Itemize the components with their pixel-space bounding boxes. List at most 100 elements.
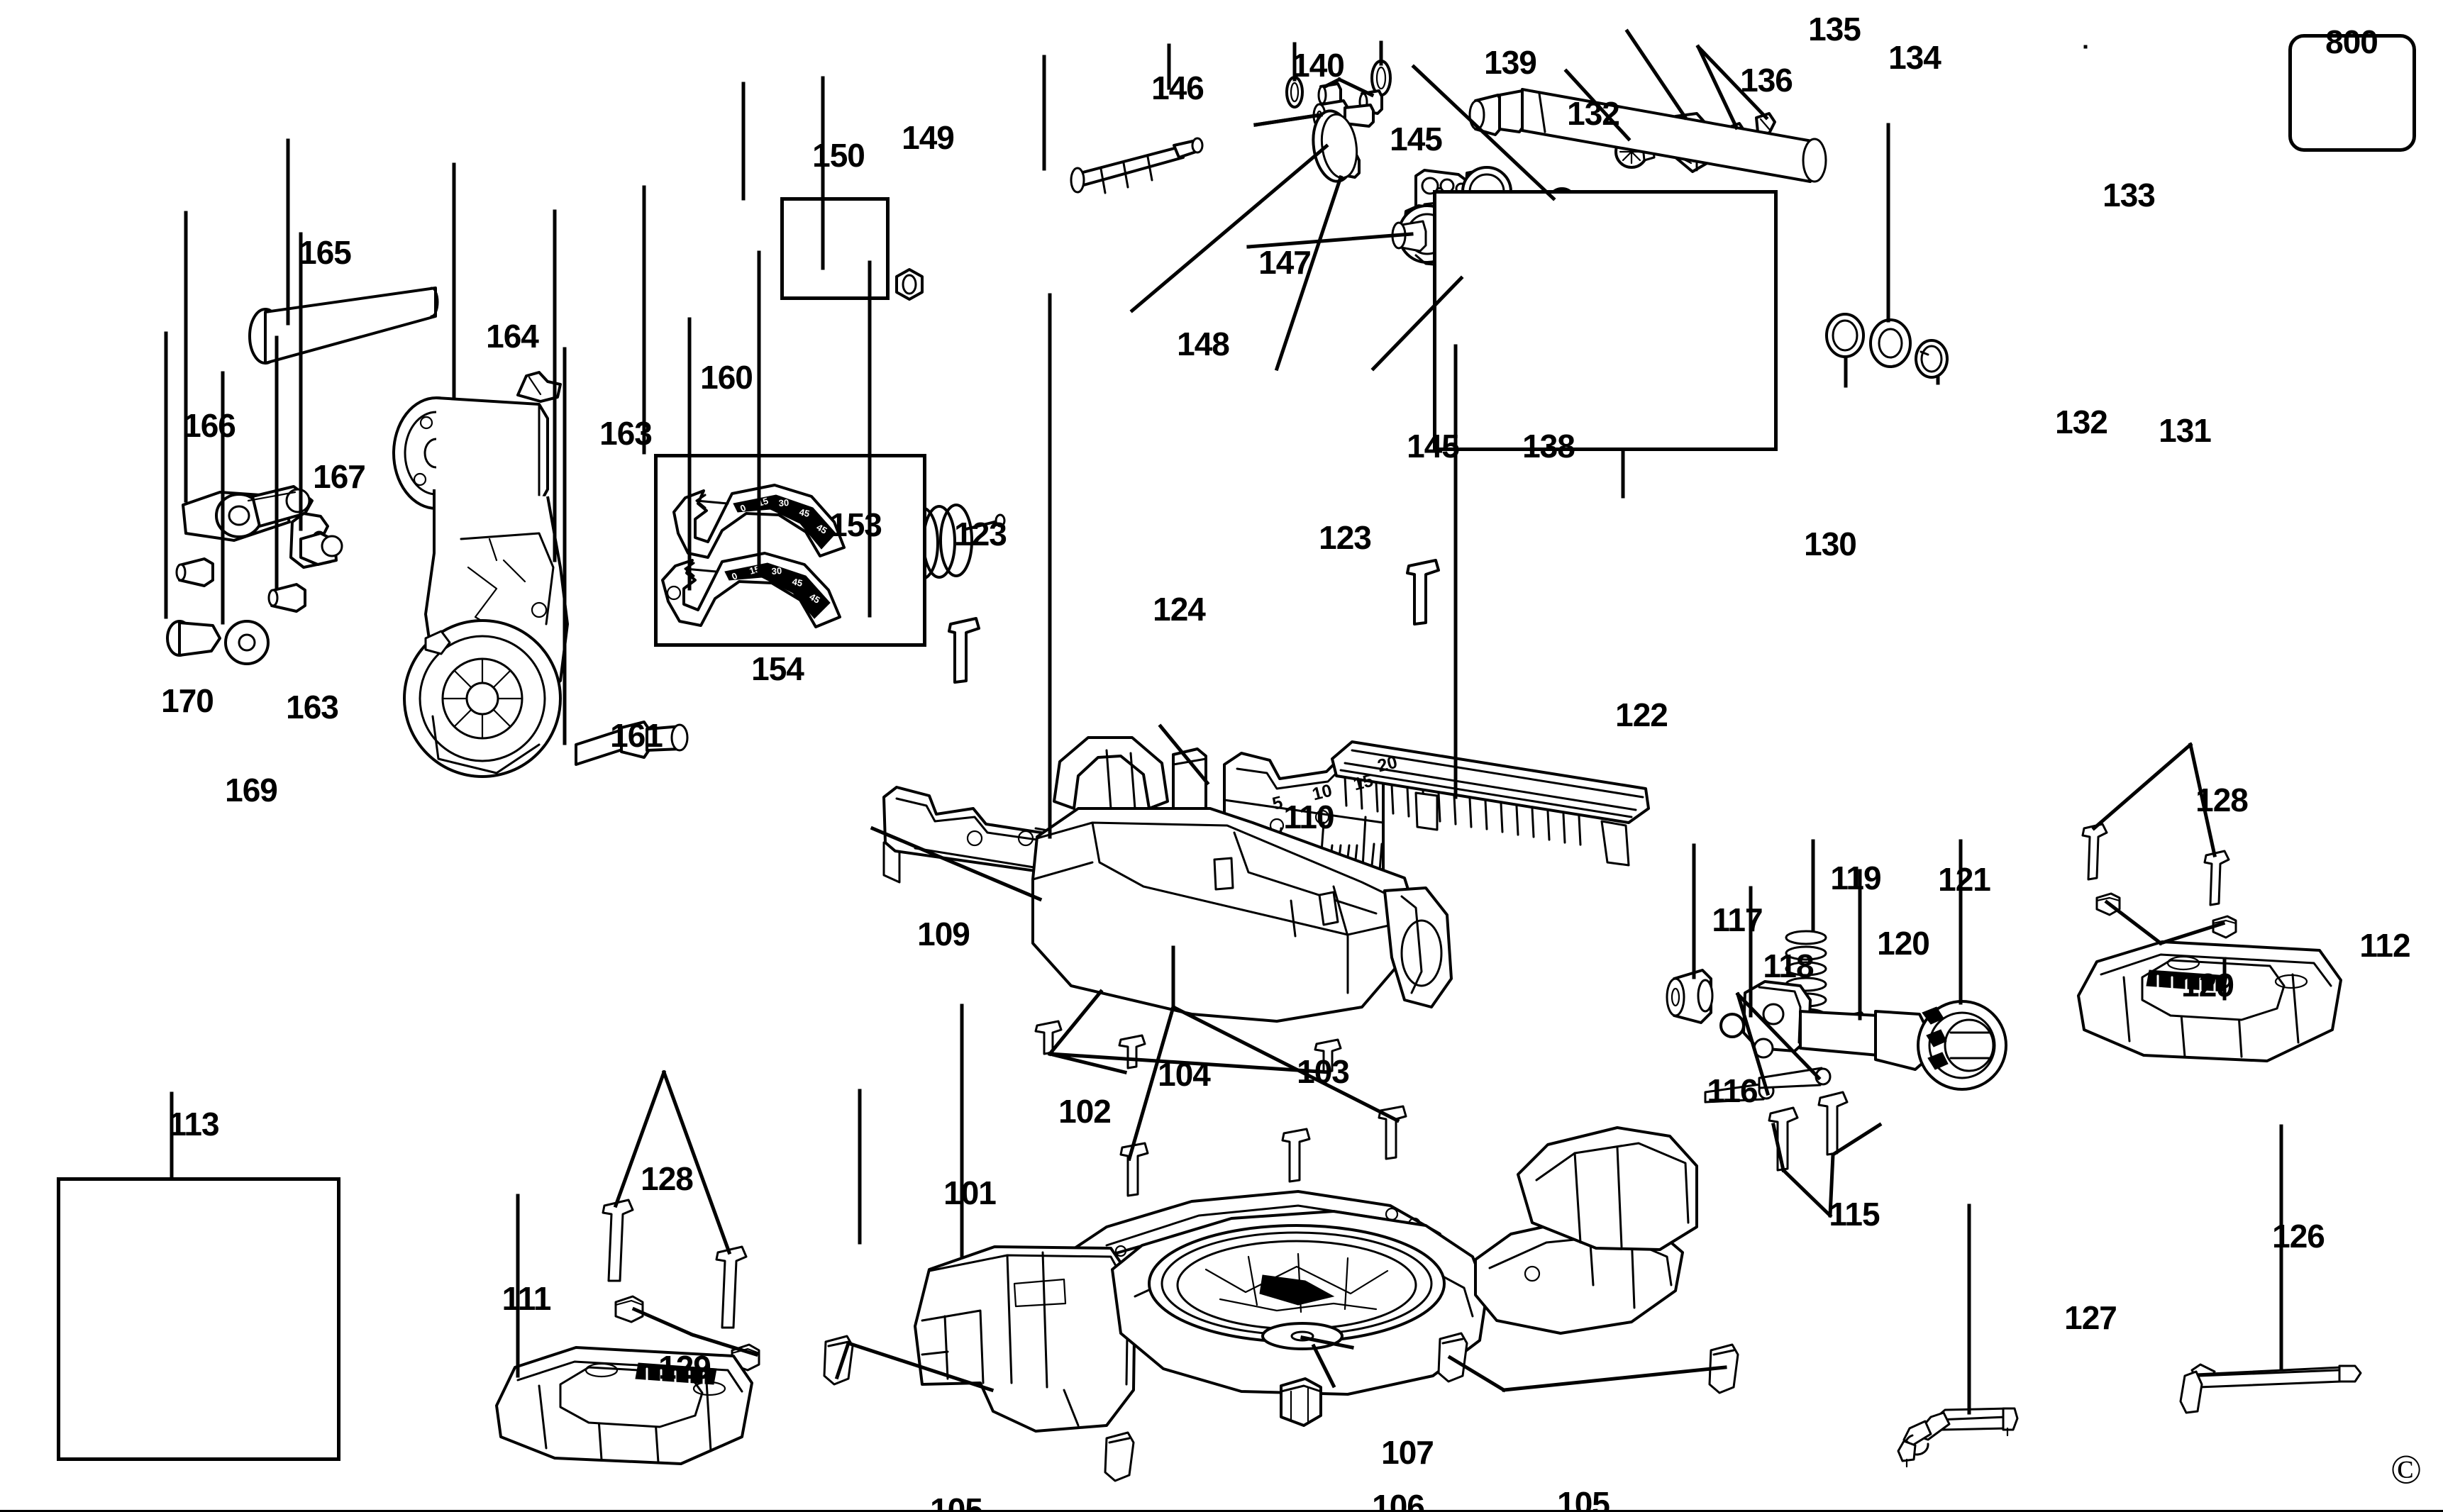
callout-149: 149 xyxy=(902,119,955,156)
callout-106: 106 xyxy=(1372,1488,1425,1512)
callout-145-lower: 145 xyxy=(1407,428,1460,465)
part-101-base xyxy=(915,1128,1697,1431)
part-133-washer xyxy=(1871,320,1910,367)
callout-104: 104 xyxy=(1158,1056,1211,1093)
part-103-screws xyxy=(1121,1106,1406,1196)
callout-161: 161 xyxy=(610,717,663,754)
callout-119: 119 xyxy=(1830,860,1881,896)
callout-126: 126 xyxy=(2272,1218,2325,1255)
part-116-pins xyxy=(1705,1068,1830,1102)
callout-122: 122 xyxy=(1615,696,1668,733)
part-163-bushing-left xyxy=(177,559,213,586)
callout-170: 170 xyxy=(161,682,214,719)
callout-165: 165 xyxy=(299,234,352,271)
callout-166: 166 xyxy=(183,407,236,444)
callout-163-lower: 163 xyxy=(286,689,339,726)
svg-text:30: 30 xyxy=(778,497,789,508)
part-122-rail xyxy=(1332,742,1649,865)
callout-123-left: 123 xyxy=(954,516,1007,552)
callout-130: 130 xyxy=(1804,526,1857,562)
callout-163-upper: 163 xyxy=(599,415,653,452)
callout-153: 153 xyxy=(829,506,882,543)
callout-145-upper: 145 xyxy=(1390,121,1443,157)
part-131-snapring xyxy=(1916,340,1947,377)
callout-154: 154 xyxy=(751,650,804,687)
callout-138: 138 xyxy=(1522,428,1575,465)
callout-135: 135 xyxy=(1808,11,1861,48)
callout-121: 121 xyxy=(1938,861,1991,898)
callout-140: 140 xyxy=(1292,47,1345,84)
svg-text:45: 45 xyxy=(791,576,803,589)
part-140-oring xyxy=(1287,77,1302,107)
part-132-ring-lower xyxy=(1827,314,1863,357)
callout-167: 167 xyxy=(313,458,366,495)
callout-127: 127 xyxy=(2064,1299,2117,1336)
svg-text:30: 30 xyxy=(771,565,782,577)
callout-146: 146 xyxy=(1151,70,1204,106)
part-121-clamp-knob xyxy=(1744,982,2006,1089)
callout-132-upper: 132 xyxy=(1567,95,1620,132)
callout-105-left: 105 xyxy=(930,1491,983,1512)
svg-text:45: 45 xyxy=(808,591,822,606)
box-113-laser-assembly xyxy=(57,1177,340,1461)
callout-148: 148 xyxy=(1177,326,1230,362)
callout-129-left: 129 xyxy=(658,1349,711,1386)
part-112-support-right xyxy=(2078,942,2341,1061)
callout-120: 120 xyxy=(1877,925,1930,962)
part-129-nuts-left xyxy=(616,1296,759,1370)
callout-150: 150 xyxy=(812,137,865,174)
callout-115: 115 xyxy=(1829,1196,1880,1233)
callout-105-right: 105 xyxy=(1557,1485,1610,1512)
callout-128-left: 128 xyxy=(641,1160,694,1197)
part-104-screws xyxy=(1036,1021,1341,1072)
part-106-nut xyxy=(1281,1379,1321,1425)
callout-160: 160 xyxy=(700,359,753,396)
callout-101: 101 xyxy=(943,1174,997,1211)
part-165-bolt xyxy=(250,288,438,363)
part-166-lever xyxy=(183,487,312,540)
callout-132-lower: 132 xyxy=(2055,404,2108,440)
callout-113: 113 xyxy=(168,1106,219,1143)
callout-129-right: 129 xyxy=(2181,967,2234,1004)
part-146-roller xyxy=(1071,138,1202,193)
part-128-bolts-left xyxy=(603,1200,746,1328)
callout-117: 117 xyxy=(1712,901,1763,938)
part-127-blade-wrench xyxy=(1898,1408,2017,1467)
callout-131: 131 xyxy=(2159,412,2212,449)
part-117-bushing xyxy=(1667,970,1712,1023)
box-130-slide-rails xyxy=(1433,190,1778,451)
part-163-bushing-right xyxy=(269,584,305,611)
callout-124: 124 xyxy=(1153,591,1206,628)
part-170-pin xyxy=(167,621,220,655)
part-123-screws xyxy=(949,560,1439,682)
callout-107: 107 xyxy=(1381,1434,1434,1471)
callout-164: 164 xyxy=(486,318,539,355)
callout-116: 116 xyxy=(1707,1072,1758,1109)
callout-134: 134 xyxy=(1888,39,1941,76)
part-128-bolts-right xyxy=(2083,824,2229,905)
callout-800: 800 xyxy=(2325,23,2378,60)
part-161-spindle xyxy=(576,722,687,765)
part-149-nut xyxy=(897,269,922,299)
part-111-support-left xyxy=(497,1347,752,1464)
callout-123-right: 123 xyxy=(1319,519,1372,556)
callout-103: 103 xyxy=(1297,1053,1350,1090)
callout-133: 133 xyxy=(2103,177,2156,213)
callout-136: 136 xyxy=(1740,62,1793,99)
svg-text:45: 45 xyxy=(815,522,829,536)
callout-169: 169 xyxy=(225,772,278,808)
box-800-accessory xyxy=(2288,34,2416,152)
part-169-washer xyxy=(226,621,268,664)
copyright-mark: © xyxy=(2390,1446,2422,1493)
callout-147: 147 xyxy=(1258,244,1312,281)
part-164-motor-housing xyxy=(394,372,567,777)
callout-102: 102 xyxy=(1058,1093,1112,1130)
callout-139: 139 xyxy=(1484,44,1537,81)
svg-text:45: 45 xyxy=(798,506,810,519)
callout-109: 109 xyxy=(917,916,970,952)
callout-118: 118 xyxy=(1763,947,1814,984)
part-109-carriage xyxy=(1033,738,1451,1021)
callout-111: 111 xyxy=(502,1280,552,1317)
